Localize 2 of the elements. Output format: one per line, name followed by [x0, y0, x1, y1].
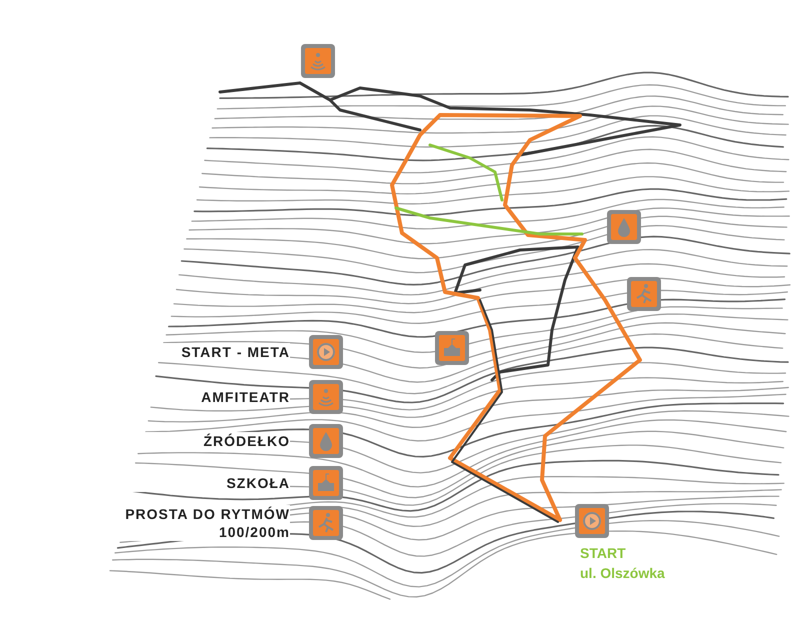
street-label: ul. Olszówka	[580, 565, 665, 581]
start-label: START	[580, 545, 626, 561]
